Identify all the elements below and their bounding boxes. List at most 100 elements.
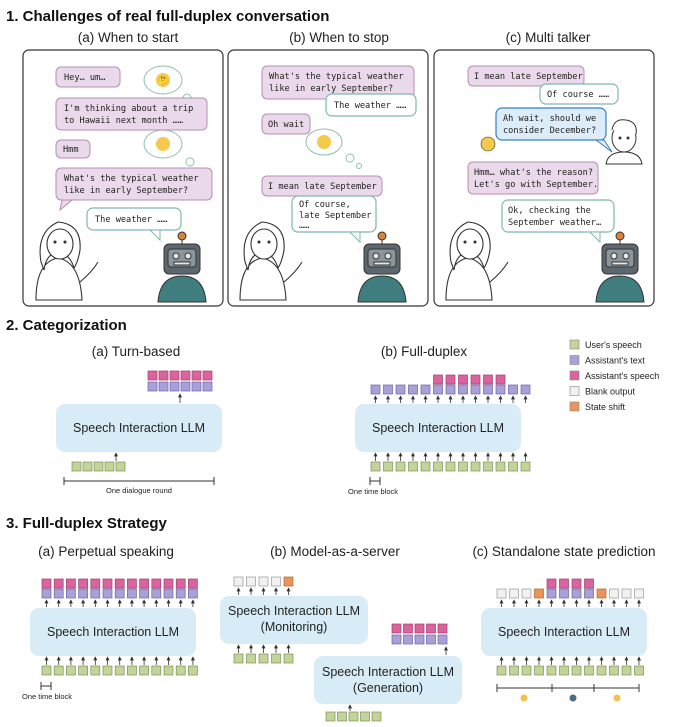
bubble-text: Oh wait	[268, 120, 304, 130]
time-block-label: One time block	[22, 692, 72, 701]
turn-based-token-blocks	[71, 370, 213, 472]
assistant-speech-token	[403, 623, 413, 634]
woman-user-icon	[239, 221, 303, 301]
user-speech-token	[509, 665, 519, 676]
user-speech-token	[90, 665, 101, 676]
blank-output-token	[246, 576, 256, 587]
bubble-text: I mean late September	[474, 72, 583, 82]
bubble-text: to Hawaii next month ……	[64, 116, 183, 126]
strategy-c-title: (c) Standalone state prediction	[472, 544, 655, 559]
legend-label: State shift	[585, 402, 626, 412]
bubble-text: consider December?	[503, 126, 596, 136]
assistant-text-token	[127, 588, 137, 599]
user-speech-token	[114, 665, 125, 676]
user-speech-token	[634, 665, 644, 676]
assistant-speech-token	[414, 623, 425, 634]
user-speech-token	[163, 665, 174, 676]
legend-swatch	[569, 401, 580, 412]
assistant-speech-token	[147, 370, 158, 381]
assistant-speech-token	[391, 623, 402, 634]
assistant-speech-token	[584, 578, 594, 589]
assistant-text-token	[546, 588, 557, 599]
user-speech-token	[139, 665, 149, 676]
assistant-speech-token	[139, 578, 149, 589]
assistant-speech-token	[470, 374, 481, 385]
panel-b-content: What's the typical weather like in early…	[239, 65, 417, 303]
blank-output-token	[233, 576, 244, 587]
panel-b-title: (b) When to stop	[289, 30, 389, 45]
robot-assistant-icon	[595, 231, 645, 303]
full-duplex-token-blocks	[370, 374, 531, 472]
assistant-speech-token	[571, 578, 582, 589]
legend-swatch	[569, 339, 580, 350]
assistant-text-token	[414, 634, 425, 645]
assistant-text-token	[102, 588, 113, 599]
dialogue-round-bracket	[63, 477, 215, 485]
panel-c-title: (c) Multi talker	[506, 30, 591, 45]
assistant-text-token	[408, 384, 418, 395]
perpetual-token-blocks	[41, 578, 198, 676]
woman-user-icon	[35, 221, 99, 301]
bubble-text: like in early September?	[64, 186, 188, 196]
assistant-speech-token	[66, 578, 76, 589]
user-speech-token	[508, 461, 518, 472]
user-speech-token	[621, 665, 632, 676]
bubble-text: Hey… um…	[64, 73, 105, 83]
user-speech-token	[483, 461, 493, 472]
user-speech-token	[271, 653, 281, 664]
assistant-bubble	[539, 83, 619, 105]
blank-output-token	[609, 588, 619, 599]
assistant-text-token	[151, 588, 162, 599]
standalone-token-blocks	[496, 578, 644, 676]
assistant-text-token	[470, 384, 481, 395]
strategy-a-title: (a) Perpetual speaking	[38, 544, 174, 559]
user-speech-token	[420, 461, 431, 472]
bubble-text: Of course,	[299, 200, 351, 210]
assistant-speaking-icon	[569, 694, 577, 702]
assistant-speech-token	[445, 374, 456, 385]
user-speech-token	[283, 653, 294, 664]
time-block-label: One time block	[348, 487, 398, 496]
assistant-text-token	[383, 384, 393, 395]
assistant-text-token	[139, 588, 149, 599]
bubble-text: I mean late September	[268, 182, 377, 192]
dialogue-round-label: One dialogue round	[106, 486, 172, 495]
assistant-speech-token	[53, 578, 64, 589]
user-speech-token	[233, 653, 244, 664]
panel-a-title: (a) When to start	[78, 30, 179, 45]
blank-output-token	[496, 588, 507, 599]
user-speech-token	[496, 665, 507, 676]
assistant-text-token	[202, 381, 213, 392]
bubble-text: late September	[299, 211, 371, 221]
assistant-text-token	[571, 588, 582, 599]
svg-text:🤔: 🤔	[158, 76, 168, 85]
user-speech-token	[584, 665, 594, 676]
llm-label: Speech Interaction LLM	[228, 604, 360, 618]
legend-label: Blank output	[585, 387, 636, 397]
user-speech-token	[395, 461, 406, 472]
state-shift-token	[596, 588, 607, 599]
bubble-text: I'm thinking about a trip	[64, 104, 193, 114]
user-speech-token	[383, 461, 393, 472]
assistant-bubble	[501, 199, 615, 233]
user-bubble	[467, 161, 599, 195]
user-speech-token	[348, 711, 359, 722]
user-speech-token	[258, 653, 269, 664]
legend-swatch	[569, 386, 580, 396]
user-bubble	[55, 97, 208, 131]
user-speech-token	[609, 665, 619, 676]
generation-label: (Generation)	[353, 681, 423, 695]
user-speech-token	[470, 461, 481, 472]
assistant-speech-token	[90, 578, 101, 589]
assistant-text-token	[420, 384, 431, 395]
user-speech-token	[78, 665, 88, 676]
bubble-text: September weather…	[508, 218, 601, 228]
assistant-speech-token	[78, 578, 88, 589]
panel-c-frame	[433, 49, 655, 307]
assistant-bubble	[86, 207, 182, 231]
user-speech-token	[93, 461, 104, 472]
user-speech-token	[559, 665, 569, 676]
bubble-text: Ok, checking the	[508, 206, 591, 216]
user-speech-token	[337, 711, 347, 722]
